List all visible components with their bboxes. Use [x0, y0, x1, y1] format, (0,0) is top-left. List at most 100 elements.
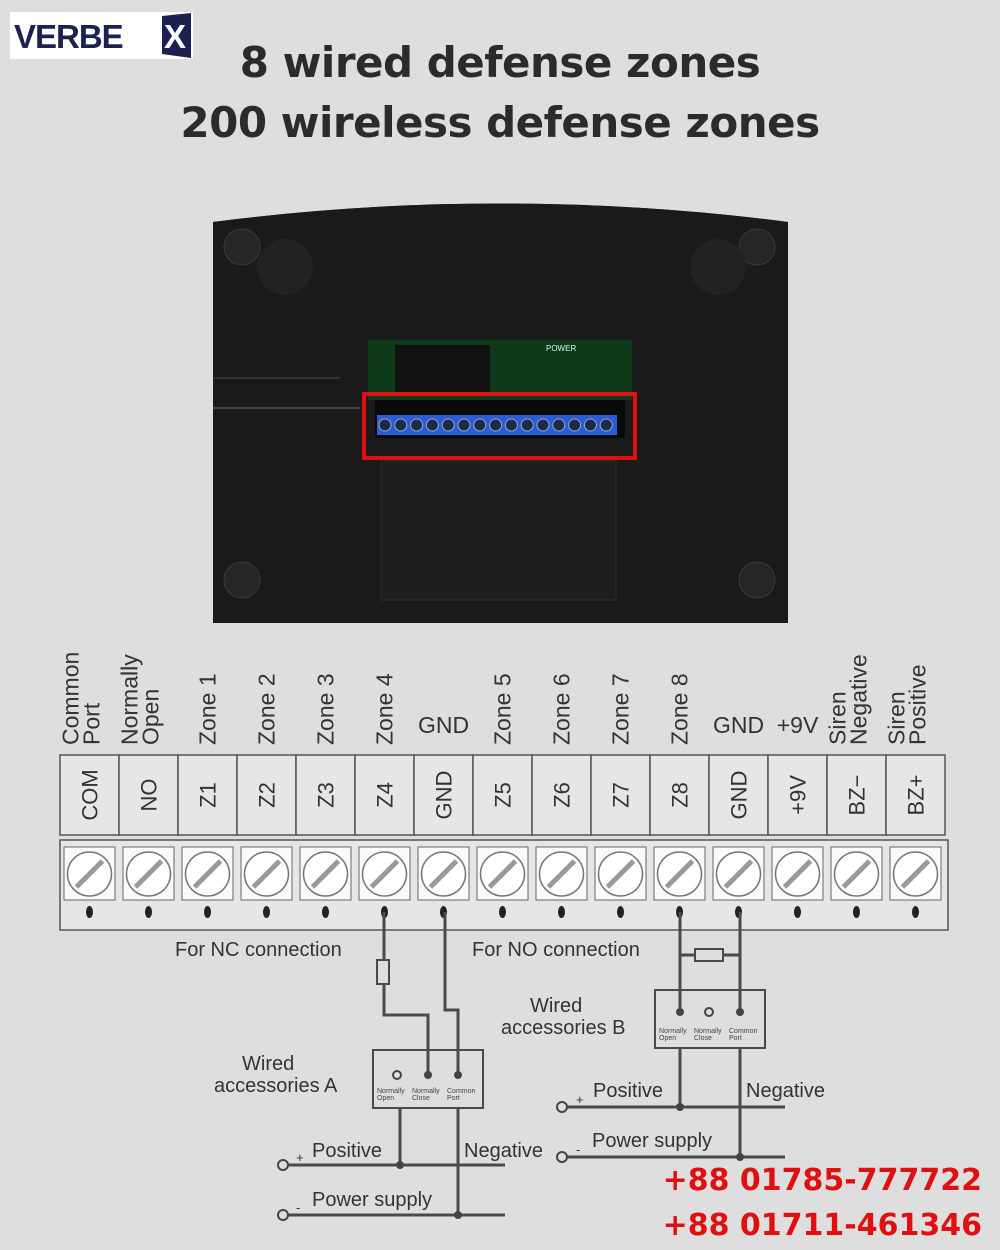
- terminal-code: Z8: [668, 782, 693, 808]
- brand-logo: VERBE X: [10, 12, 193, 59]
- terminal-code: Z5: [491, 782, 516, 808]
- terminal-hole: [853, 906, 860, 918]
- terminal-hole: [912, 906, 919, 918]
- pcb-screw-icon: [599, 418, 613, 432]
- pcb-screw-icon: [552, 418, 566, 432]
- contact-label: Normally: [412, 1088, 440, 1095]
- terminal-description: Positive: [905, 664, 931, 745]
- minus-sign-a: -: [296, 1200, 300, 1215]
- phone-number-2[interactable]: +88 01711-461346: [662, 1208, 982, 1243]
- contact-label: Port: [447, 1095, 460, 1102]
- terminal-description: Normally: [117, 654, 143, 745]
- terminal-code: NO: [137, 779, 162, 812]
- contact-label: Open: [659, 1035, 676, 1042]
- contact-label: Close: [412, 1095, 430, 1102]
- pcb-screw-icon: [441, 418, 455, 432]
- headline-wired-zones: 8 wired defense zones: [239, 38, 761, 87]
- pcb-screw-icon: [410, 418, 424, 432]
- accessory-a-label-2: accessories A: [214, 1075, 338, 1097]
- pcb-screw-icon: [457, 418, 471, 432]
- terminal-description: Open: [138, 689, 164, 745]
- negative-label-b: Negative: [746, 1080, 825, 1102]
- minus-sign-b: -: [576, 1142, 580, 1157]
- terminal-hole: [322, 906, 329, 918]
- terminal-code: Z6: [550, 782, 575, 808]
- terminal-cell: [531, 754, 592, 836]
- terminal-hole: [145, 906, 152, 918]
- pcb-screw-icon: [536, 418, 550, 432]
- terminal-description: Zone 3: [313, 673, 339, 745]
- svg-text:VERBE: VERBE: [14, 18, 123, 55]
- svg-text:X: X: [164, 18, 186, 55]
- pcb-screw-icon: [378, 418, 392, 432]
- terminal-description: Zone 6: [549, 673, 575, 745]
- terminal-hole: [86, 906, 93, 918]
- headline-wireless-zones: 200 wireless defense zones: [180, 98, 820, 147]
- terminal-cell: [236, 754, 297, 836]
- terminal-description: Zone 4: [372, 673, 398, 745]
- plus-sign-a: +: [296, 1150, 304, 1165]
- negative-label-a: Negative: [464, 1140, 543, 1162]
- contact-label: Normally: [694, 1028, 722, 1035]
- terminal-cell: [885, 754, 946, 836]
- terminal-description: GND: [418, 712, 469, 738]
- accessory-b-label-2: accessories B: [501, 1017, 626, 1039]
- contact-label: Normally: [659, 1028, 687, 1035]
- terminal-description: Port: [79, 702, 105, 745]
- terminal-code: Z7: [609, 782, 634, 808]
- no-connection-label: For NO connection: [472, 939, 640, 961]
- terminal-description: Common: [58, 652, 84, 745]
- terminal-hole: [794, 906, 801, 918]
- terminal-hole: [617, 906, 624, 918]
- positive-label-a: Positive: [312, 1140, 382, 1162]
- terminal-description: Zone 8: [667, 673, 693, 745]
- pcb-screw-icon: [520, 418, 534, 432]
- terminal-description: Negative: [846, 654, 872, 745]
- contact-label: Common: [729, 1028, 758, 1035]
- contact-label: Normally: [377, 1088, 405, 1095]
- terminal-code: +9V: [786, 775, 811, 815]
- terminal-description: Zone 2: [254, 673, 280, 745]
- terminal-cell: [826, 754, 887, 836]
- plus-sign-b: +: [576, 1092, 584, 1107]
- accessory-a-label-1: Wired: [242, 1053, 294, 1075]
- power-supply-label-a: Power supply: [312, 1189, 432, 1211]
- accessory-b-label-1: Wired: [530, 995, 582, 1017]
- pcb-screw-icon: [568, 418, 582, 432]
- terminal-description: +9V: [777, 712, 819, 738]
- terminal-cell: [708, 754, 769, 836]
- pcb-screw-icon: [583, 418, 597, 432]
- terminal-description: Zone 1: [195, 673, 221, 745]
- terminal-code: Z1: [196, 782, 221, 808]
- contact-label: Common: [447, 1088, 476, 1095]
- terminal-description: Zone 5: [490, 673, 516, 745]
- terminal-description: GND: [713, 712, 764, 738]
- terminal-cell: [354, 754, 415, 836]
- terminal-cell: [118, 754, 179, 836]
- terminal-code: BZ+: [904, 775, 929, 816]
- pcb-screw-icon: [473, 418, 487, 432]
- terminal-code: BZ−: [845, 775, 870, 816]
- terminal-highlight-box: [362, 392, 637, 460]
- terminal-hole: [263, 906, 270, 918]
- terminal-code: GND: [432, 771, 457, 820]
- pcb-screw-icon: [394, 418, 408, 432]
- terminal-description: Siren: [825, 691, 851, 745]
- terminal-code: Z2: [255, 782, 280, 808]
- terminal-cell: [649, 754, 710, 836]
- terminal-code: Z4: [373, 782, 398, 808]
- positive-label-b: Positive: [593, 1080, 663, 1102]
- terminal-description: Zone 7: [608, 673, 634, 745]
- pcb-power-label: POWER: [546, 344, 576, 353]
- contact-label: Port: [729, 1035, 742, 1042]
- terminal-hole: [204, 906, 211, 918]
- phone-number-1[interactable]: +88 01785-777722: [662, 1163, 982, 1198]
- pcb-screw-icon: [489, 418, 503, 432]
- terminal-cell: [59, 754, 120, 836]
- power-supply-label-b: Power supply: [592, 1130, 712, 1152]
- terminal-hole: [499, 906, 506, 918]
- terminal-cell: [767, 754, 828, 836]
- contact-label: Close: [694, 1035, 712, 1042]
- terminal-code: Z3: [314, 782, 339, 808]
